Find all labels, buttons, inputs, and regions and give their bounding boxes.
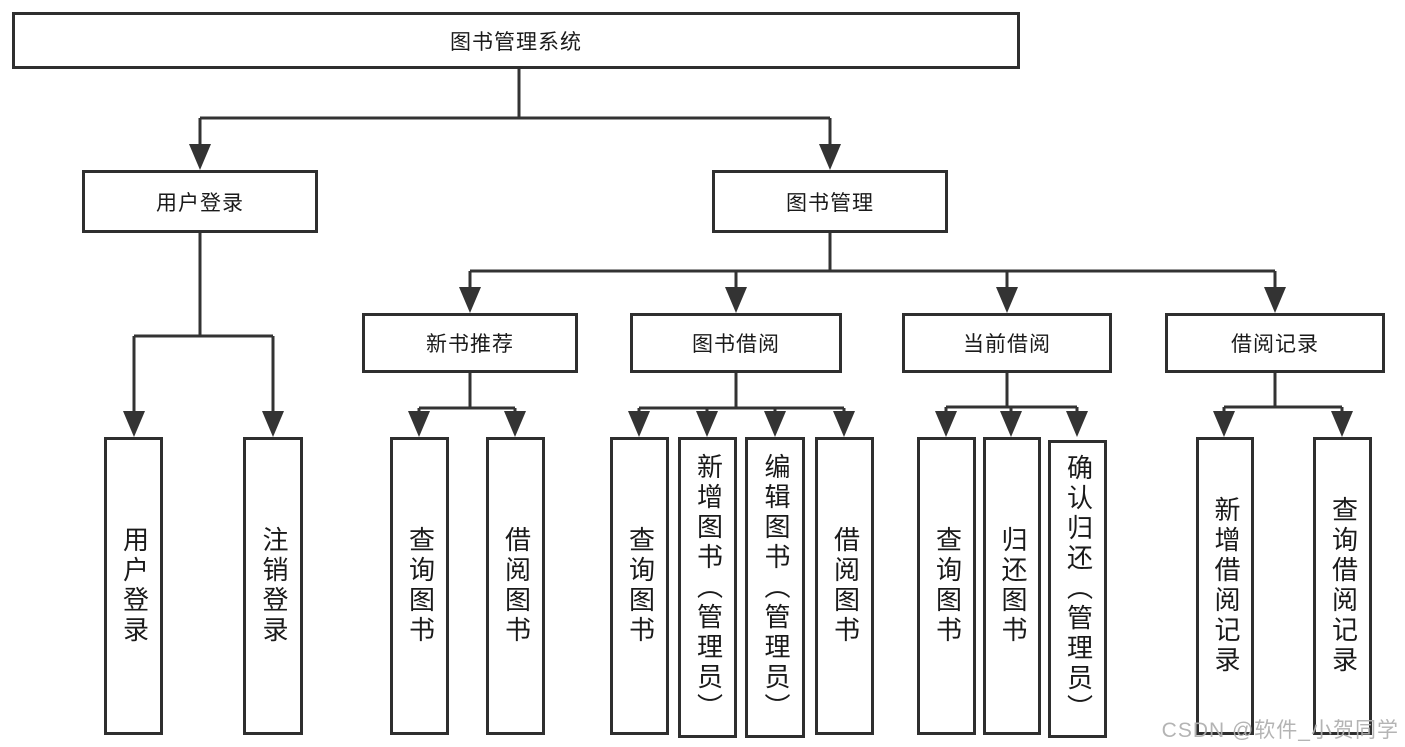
node-book-management-label: 图书管理 bbox=[786, 191, 874, 215]
leaf-borrow-books-1-label: 借阅图书 bbox=[501, 526, 532, 646]
leaf-confirm-return-admin-label: 确认归还（管理员） bbox=[1063, 454, 1094, 724]
leaf-return-books-label: 归还图书 bbox=[997, 526, 1028, 646]
node-new-book-recommend: 新书推荐 bbox=[362, 313, 578, 373]
leaf-query-books-3-label: 查询图书 bbox=[932, 526, 963, 646]
leaf-edit-book-admin: 编辑图书（管理员） bbox=[745, 437, 805, 738]
leaf-borrow-books-1: 借阅图书 bbox=[486, 437, 545, 735]
leaf-query-books-2-label: 查询图书 bbox=[625, 526, 656, 646]
node-book-management: 图书管理 bbox=[712, 170, 948, 233]
node-book-borrow: 图书借阅 bbox=[630, 313, 842, 373]
node-borrow-records: 借阅记录 bbox=[1165, 313, 1385, 373]
leaf-borrow-books-2: 借阅图书 bbox=[815, 437, 874, 735]
leaf-logout-label: 注销登录 bbox=[258, 526, 289, 646]
watermark: CSDN @软件_小贺同学 bbox=[1161, 719, 1399, 742]
leaf-return-books: 归还图书 bbox=[983, 437, 1041, 735]
leaf-user-login: 用户登录 bbox=[104, 437, 163, 735]
node-root-label: 图书管理系统 bbox=[450, 30, 582, 54]
leaf-add-book-admin: 新增图书（管理员） bbox=[678, 437, 737, 738]
node-user-login-label: 用户登录 bbox=[156, 191, 244, 215]
node-root: 图书管理系统 bbox=[12, 12, 1020, 69]
node-borrow-records-label: 借阅记录 bbox=[1231, 333, 1319, 356]
node-user-login: 用户登录 bbox=[82, 170, 318, 233]
leaf-edit-book-admin-label: 编辑图书（管理员） bbox=[760, 452, 791, 723]
leaf-add-borrow-record: 新增借阅记录 bbox=[1196, 437, 1254, 735]
leaf-query-borrow-record: 查询借阅记录 bbox=[1313, 437, 1372, 735]
node-book-borrow-label: 图书借阅 bbox=[692, 333, 780, 356]
leaf-user-login-label: 用户登录 bbox=[119, 526, 150, 646]
leaf-add-borrow-record-label: 新增借阅记录 bbox=[1210, 496, 1241, 676]
leaf-query-books-2: 查询图书 bbox=[610, 437, 669, 735]
leaf-query-books-1: 查询图书 bbox=[390, 437, 449, 735]
leaf-query-books-3: 查询图书 bbox=[917, 437, 976, 735]
node-new-book-recommend-label: 新书推荐 bbox=[426, 333, 514, 356]
node-current-borrow: 当前借阅 bbox=[902, 313, 1112, 373]
leaf-borrow-books-2-label: 借阅图书 bbox=[830, 526, 861, 646]
leaf-confirm-return-admin: 确认归还（管理员） bbox=[1048, 440, 1107, 738]
leaf-query-books-1-label: 查询图书 bbox=[405, 526, 436, 646]
leaf-add-book-admin-label: 新增图书（管理员） bbox=[693, 452, 724, 723]
node-current-borrow-label: 当前借阅 bbox=[963, 333, 1051, 356]
leaf-logout: 注销登录 bbox=[243, 437, 303, 735]
leaf-query-borrow-record-label: 查询借阅记录 bbox=[1328, 496, 1359, 676]
